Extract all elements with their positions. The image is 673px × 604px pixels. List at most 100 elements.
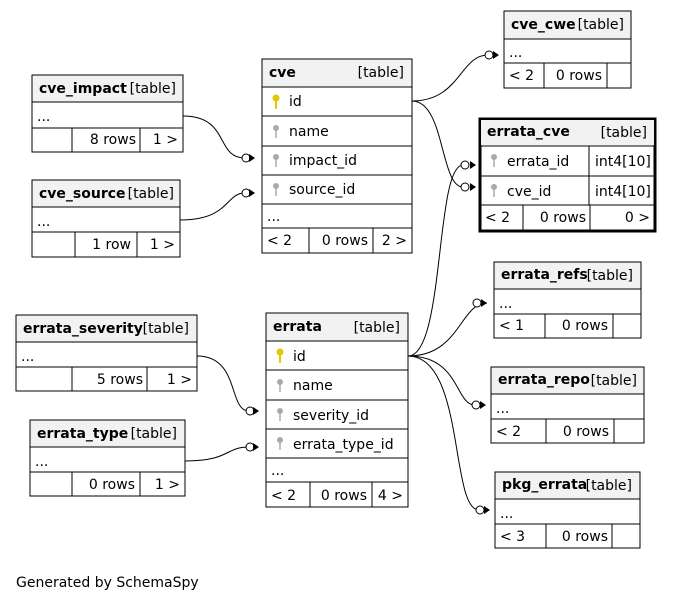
column-severity-id: severity_id [293,408,369,424]
table-type: [table] [591,373,637,389]
parents-count: < 2 [496,424,521,440]
row-count: 0 rows [562,529,608,545]
row-count: 0 rows [540,210,586,226]
more-columns: ... [271,463,284,479]
rel-arrowhead [470,161,476,169]
column-name: name [289,124,329,140]
column-errata-type-id: errata_type_id [293,437,394,453]
row-count: 0 rows [562,318,608,334]
rel-pkg-errata [407,355,480,511]
table-cve-impact[interactable]: cve_impact [table] ... 8 rows 1 > [31,74,184,153]
table-cve[interactable]: cve [table] id name impact_id source_id … [261,58,413,254]
rel-marker [245,442,255,452]
table-type: [table] [358,65,404,81]
table-type: [table] [578,17,624,33]
children-count: 1 > [155,477,180,493]
table-errata-type[interactable]: errata_type [table] ... 0 rows 1 > [29,419,186,497]
row-count: 0 rows [89,477,135,493]
rel-marker [241,188,251,198]
more-columns: ... [35,454,48,470]
rel-arrowhead [249,154,255,162]
rel-arrowhead [493,51,499,59]
row-count: 0 rows [322,233,368,249]
rel-marker [460,160,470,170]
table-errata[interactable]: errata [table] id name severity_id errat… [265,312,409,508]
table-type: [table] [131,426,177,442]
table-name: errata [273,319,322,335]
more-columns: ... [499,296,512,312]
table-name: errata_severity [23,321,143,337]
more-columns: ... [267,209,280,225]
table-name: errata_refs [501,267,588,283]
more-columns: ... [496,401,509,417]
table-type: [table] [587,268,633,284]
column-type: int4[10] [595,184,651,200]
table-name: cve_cwe [511,17,576,33]
rel-cve-source [179,192,246,221]
key-icon [491,154,497,197]
table-cve-cwe[interactable]: cve_cwe [table] ... < 2 0 rows [503,10,632,89]
table-type: [table] [130,81,176,97]
parents-count: < 2 [267,233,292,249]
more-columns: ... [500,506,513,522]
children-count: 2 > [382,233,407,249]
table-errata-severity[interactable]: errata_severity [table] ... 5 rows 1 > [15,314,198,392]
table-type: [table] [586,478,632,494]
parents-count: < 2 [271,488,296,504]
rel-marker [471,400,481,410]
key-icon [277,379,283,450]
table-pkg-errata[interactable]: pkg_errata [table] ... < 3 0 rows [494,471,641,549]
column-impact-id: impact_id [289,153,357,169]
column-id: id [289,94,302,110]
key-icon [272,94,280,109]
more-columns: ... [509,45,522,61]
rel-arrowhead [253,443,259,451]
table-errata-repo[interactable]: errata_repo [table] ... < 2 0 rows [490,366,645,444]
table-name: cve_source [39,186,126,202]
key-icon [276,348,284,363]
row-count: 8 rows [90,132,136,148]
row-count: 0 rows [563,424,609,440]
parents-count: < 1 [499,318,524,334]
rel-errata-severity [196,355,250,412]
row-count: 1 row [92,237,131,253]
column-name: name [293,378,333,394]
table-name: errata_type [37,426,128,442]
table-type: [table] [143,321,189,337]
table-name: errata_repo [498,372,590,388]
rel-cve-cwe [411,54,489,102]
key-icon [273,125,279,196]
row-count: 5 rows [97,372,143,388]
column-source-id: source_id [289,182,355,198]
children-count: 0 > [625,210,650,226]
rel-marker [472,298,482,308]
rel-marker [241,153,251,163]
table-cve-source[interactable]: cve_source [table] ... 1 row 1 > [31,179,181,258]
rel-errata-cve-errata [407,164,464,357]
rel-arrowhead [249,189,255,197]
more-columns: ... [37,109,50,125]
column-errata-id: errata_id [507,154,569,170]
parents-count: < 2 [509,68,534,84]
table-type: [table] [128,186,174,202]
table-errata-cve[interactable]: errata_cve [table] errata_id int4[10] cv… [478,117,657,233]
row-count: 0 rows [556,68,602,84]
parents-count: < 3 [500,529,525,545]
rel-cve-impact [182,115,246,159]
more-columns: ... [37,214,50,230]
rel-marker [475,505,485,515]
table-errata-refs[interactable]: errata_refs [table] ... < 1 0 rows [493,261,642,339]
children-count: 1 > [150,237,175,253]
rel-arrowhead [470,183,476,191]
table-type: [table] [354,320,400,336]
rel-arrowhead [484,506,490,514]
children-count: 1 > [167,372,192,388]
generated-by-footer: Generated by SchemaSpy [16,575,199,591]
rel-arrowhead [480,401,486,409]
table-name: cve [269,65,296,81]
rel-errata-cve-cve [411,100,464,188]
rel-arrowhead [481,299,487,307]
column-type: int4[10] [595,154,651,170]
rel-errata-repo [407,355,476,406]
